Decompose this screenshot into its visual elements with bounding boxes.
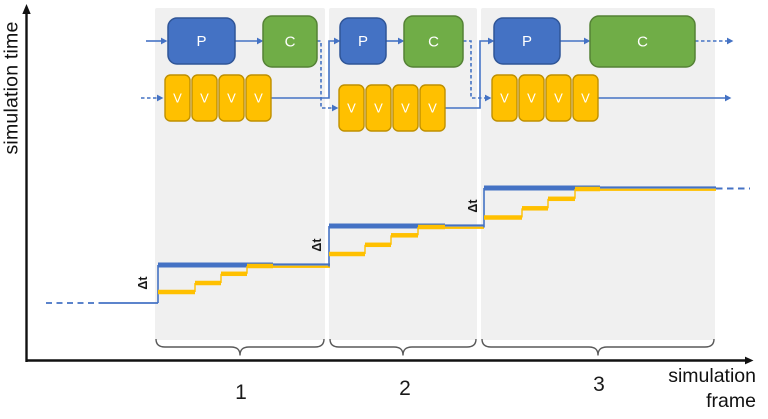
x-axis-label-line2: frame (706, 389, 756, 412)
arrowhead-v2-to-p3 (488, 37, 495, 45)
visual-time-step (221, 271, 247, 277)
visual-block-label: V (227, 91, 236, 106)
time-tail-yellow (273, 265, 330, 268)
connector-v1-to-p2 (271, 40, 334, 99)
arrowhead-c2-to-v3 (485, 94, 492, 102)
visual-block-label: V (401, 101, 410, 116)
physics-time-bar (158, 262, 273, 268)
visual-time-step (329, 251, 365, 257)
visual-time-step (158, 289, 195, 295)
visual-block (218, 74, 245, 122)
arrowhead-v1-to-p2 (334, 37, 341, 45)
frame-number: 3 (593, 373, 605, 396)
visual-block (365, 84, 392, 132)
arrowhead-c1-to-v2 (332, 104, 339, 112)
arrowhead-p2-to-c2 (398, 37, 405, 45)
delta-t-label: Δt (466, 199, 480, 213)
visual-block-label: V (500, 91, 509, 106)
visual-block (164, 74, 191, 122)
collision-block (403, 15, 464, 68)
time-tail-yellow (600, 188, 716, 191)
connector-v2-to-p3 (445, 40, 488, 109)
arrowhead-input-to-v1 (157, 94, 164, 102)
visual-block (338, 84, 365, 132)
physics-block (339, 17, 387, 65)
collision-block (262, 15, 318, 68)
arrowhead-v3-out (725, 94, 732, 102)
physics-block (167, 17, 236, 65)
visual-block (518, 74, 545, 122)
visual-block (545, 74, 572, 122)
visual-block-label: V (200, 91, 209, 106)
physics-time-bar (329, 223, 445, 229)
collision-block-label: C (285, 34, 296, 51)
visual-time-step (484, 215, 522, 220)
visual-block-label: V (581, 91, 590, 106)
time-tail-blue (600, 186, 716, 189)
visual-block-label: V (527, 91, 536, 106)
x-axis-label: simulation frame (668, 364, 756, 414)
connector-c2-to-v3 (463, 40, 485, 99)
visual-time-step (391, 233, 418, 238)
visual-block (419, 84, 446, 132)
visual-block-label: V (554, 91, 563, 106)
x-axis-arrowhead (745, 356, 754, 365)
physics-block-label: P (196, 33, 206, 50)
frame-brace (481, 338, 715, 356)
time-tail-yellow (445, 226, 484, 229)
visual-time-step (195, 280, 221, 286)
delta-t-label: Δt (136, 276, 150, 290)
physics-block-label: P (522, 33, 532, 50)
collision-block-label: C (428, 34, 439, 51)
visual-block (245, 74, 272, 122)
physics-block-label: P (358, 33, 368, 50)
x-axis-label-line1: simulation (668, 365, 756, 387)
arrowhead-input-to-p1 (161, 37, 168, 45)
visual-time-step (418, 224, 445, 230)
visual-block-label: V (254, 91, 263, 106)
frame-brace (155, 338, 325, 356)
time-tail-blue (273, 263, 330, 266)
visual-time-step (522, 206, 548, 211)
physics-block (493, 17, 561, 65)
visual-block-label: V (173, 91, 182, 106)
y-axis-arrowhead (22, 4, 31, 14)
visual-time-step (575, 186, 600, 192)
visual-block-label: V (374, 101, 383, 116)
frame-number: 2 (399, 377, 411, 400)
visual-time-step (365, 242, 391, 248)
arrowhead-c3-out (727, 37, 734, 45)
delta-t-label: Δt (310, 238, 324, 252)
visual-block-label: V (428, 101, 437, 116)
collision-block (589, 15, 696, 68)
visual-block (392, 84, 419, 132)
visual-block (572, 74, 599, 122)
visual-time-step (548, 196, 575, 202)
visual-block-label: V (347, 101, 356, 116)
visual-time-step (247, 263, 273, 269)
arrowhead-p1-to-c1 (257, 37, 264, 45)
visual-block (491, 74, 518, 122)
frame-number: 1 (235, 381, 247, 404)
connector-c1-to-v2 (317, 40, 332, 109)
time-tail-blue (445, 224, 484, 227)
y-axis-label: simulation time (0, 21, 23, 155)
physics-time-bar (484, 185, 600, 191)
visual-block (191, 74, 218, 122)
arrowhead-p3-to-c3 (584, 37, 591, 45)
frame-brace (329, 338, 477, 356)
collision-block-label: C (637, 34, 648, 51)
